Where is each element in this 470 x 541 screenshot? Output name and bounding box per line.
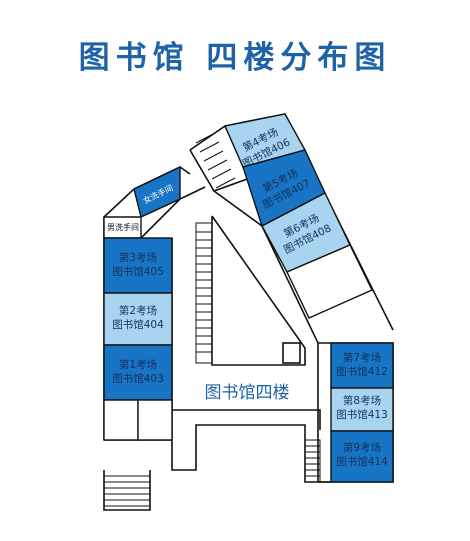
restroom-female: 女洗手间	[133, 165, 181, 218]
room-405-name: 图书馆405	[112, 265, 164, 278]
room-404-exam: 第2考场	[119, 304, 157, 317]
room-414-exam: 第9考场	[343, 441, 381, 454]
floor-label: 图书馆四楼	[205, 383, 290, 403]
restroom-male-label: 男洗手间	[107, 222, 139, 232]
room-408: 第6考场 图书馆408	[261, 192, 351, 273]
room-413-name: 图书馆413	[336, 408, 388, 421]
restroom-male: 男洗手间	[103, 216, 142, 239]
room-404: 第2考场 图书馆404	[103, 292, 173, 346]
room-413-exam: 第8考场	[343, 394, 381, 407]
room-414-name: 图书馆414	[336, 455, 388, 468]
room-405: 第3考场 图书馆405	[103, 237, 173, 294]
room-413: 第8考场 图书馆413	[330, 387, 394, 432]
room-403-name: 图书馆403	[112, 372, 164, 385]
empty-wing-rooms	[286, 244, 373, 319]
room-405-exam: 第3考场	[119, 251, 157, 264]
room-412-name: 图书馆412	[336, 365, 388, 378]
stairs	[104, 132, 321, 507]
room-414: 第9考场 图书馆414	[330, 430, 394, 483]
room-412-exam: 第7考场	[343, 351, 381, 364]
room-403: 第1考场 图书馆403	[103, 344, 173, 401]
room-407: 第5考场 图书馆407	[242, 149, 326, 228]
room-412: 第7考场 图书馆412	[330, 342, 394, 389]
room-404-name: 图书馆404	[112, 318, 164, 331]
room-403-exam: 第1考场	[119, 358, 157, 371]
small-rooms	[103, 399, 173, 441]
map-title: 图书馆 四楼分布图	[78, 40, 392, 76]
